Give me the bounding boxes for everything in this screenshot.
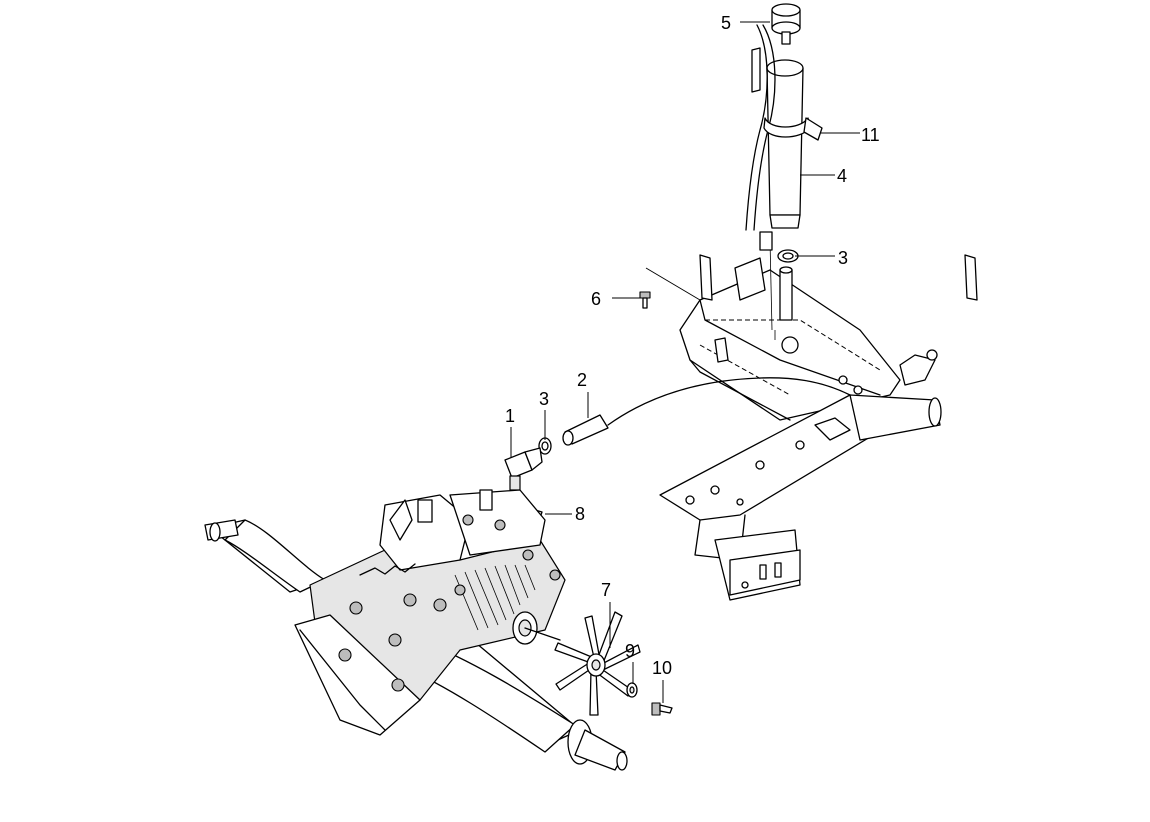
callout-6: 6: [591, 289, 601, 309]
callout-10: 10: [652, 658, 672, 678]
washer-9: [626, 682, 638, 698]
leader-lines: [510, 21, 860, 703]
frame-chassis: [659, 239, 978, 601]
transaxle-assembly: [204, 489, 628, 771]
cooling-fan: [554, 611, 641, 716]
callout-7: 7: [601, 580, 611, 600]
callout-3b: 3: [539, 389, 549, 409]
breather-hose: [562, 377, 851, 446]
callout-5: 5: [721, 13, 731, 33]
hose-clamp-upper: [777, 249, 799, 263]
callout-4: 4: [837, 166, 847, 186]
callout-11: 11: [861, 125, 880, 145]
reservoir-tank: [745, 24, 804, 251]
callout-9: 9: [625, 641, 635, 661]
callout-3a: 3: [838, 248, 848, 268]
callout-labels: 5 11 4 3 6 2 3 1 8 7 9 10: [505, 13, 880, 678]
bolt-10: [651, 702, 673, 716]
callout-8: 8: [575, 504, 585, 524]
callout-1: 1: [505, 406, 515, 426]
reservoir-cap: [771, 3, 801, 45]
screw-6: [639, 291, 651, 309]
strap-clamp: [763, 117, 823, 141]
callout-2: 2: [577, 370, 587, 390]
elbow-fitting: [504, 447, 543, 491]
